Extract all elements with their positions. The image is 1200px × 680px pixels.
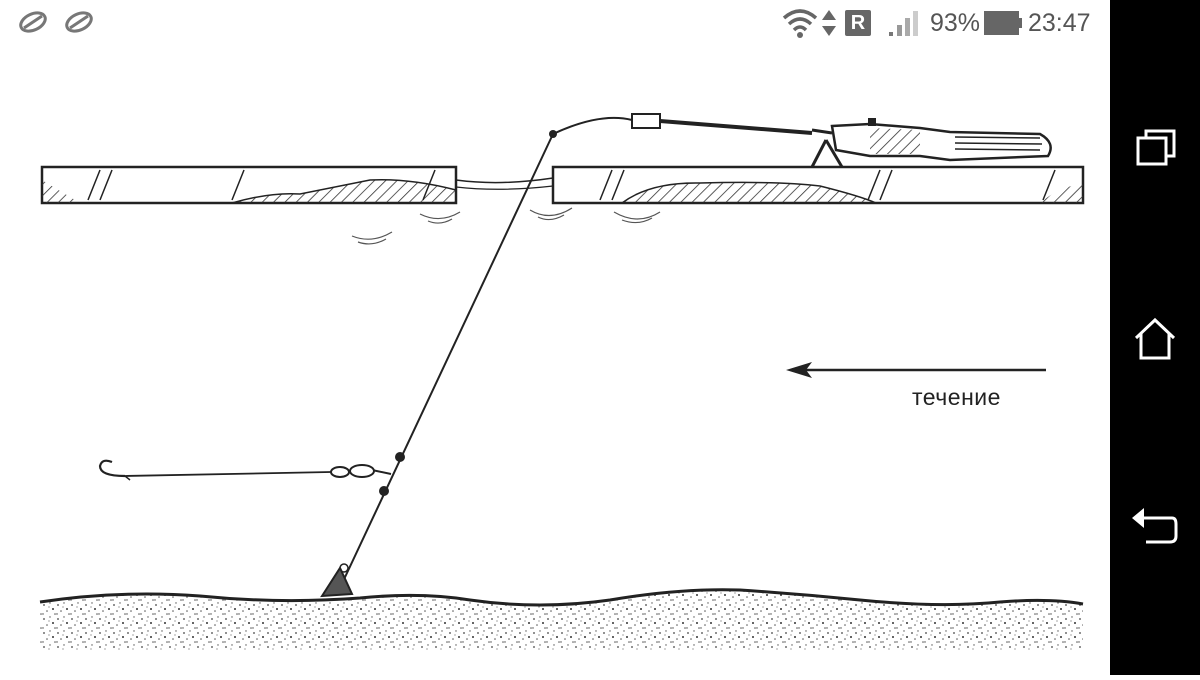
ice-hole <box>455 177 554 184</box>
ice-layer-left <box>40 165 458 205</box>
hook <box>98 459 126 478</box>
roaming-badge: R <box>845 10 871 36</box>
leader-with-hook <box>98 459 392 481</box>
status-bar: R 93% 23:47 <box>0 0 1110 46</box>
link-icon <box>19 11 47 33</box>
recent-apps-icon[interactable] <box>1128 122 1182 176</box>
rod-reel-clip <box>631 113 661 129</box>
river-bottom <box>39 588 1084 650</box>
ice-fishing-diagram: течение <box>0 46 1110 675</box>
back-icon[interactable] <box>1128 500 1182 554</box>
clock: 23:47 <box>1028 9 1091 37</box>
rod-handle <box>830 122 1052 162</box>
battery-icon <box>984 11 1022 35</box>
water-ripples <box>351 207 661 245</box>
fishing-rod <box>552 113 1052 168</box>
wifi-icon <box>782 9 818 38</box>
line-stopper-lower <box>379 486 389 496</box>
sinker <box>320 563 354 598</box>
rod-tip-ring <box>549 130 557 138</box>
ice-layer-right <box>551 165 1085 205</box>
navigation-bar <box>1110 0 1200 675</box>
rod-stand <box>810 139 828 168</box>
data-transfer-icon <box>822 10 836 36</box>
diagram-canvas <box>39 113 1085 650</box>
link-icon <box>65 11 93 33</box>
swivel <box>349 464 375 478</box>
battery-percent: 93% <box>930 9 981 37</box>
current-label: течение <box>912 384 1001 410</box>
current-arrow <box>786 362 1046 378</box>
fishing-line <box>338 133 554 591</box>
cellular-signal-icon <box>889 11 918 36</box>
home-icon[interactable] <box>1128 312 1182 366</box>
line-stopper-upper <box>395 452 405 462</box>
